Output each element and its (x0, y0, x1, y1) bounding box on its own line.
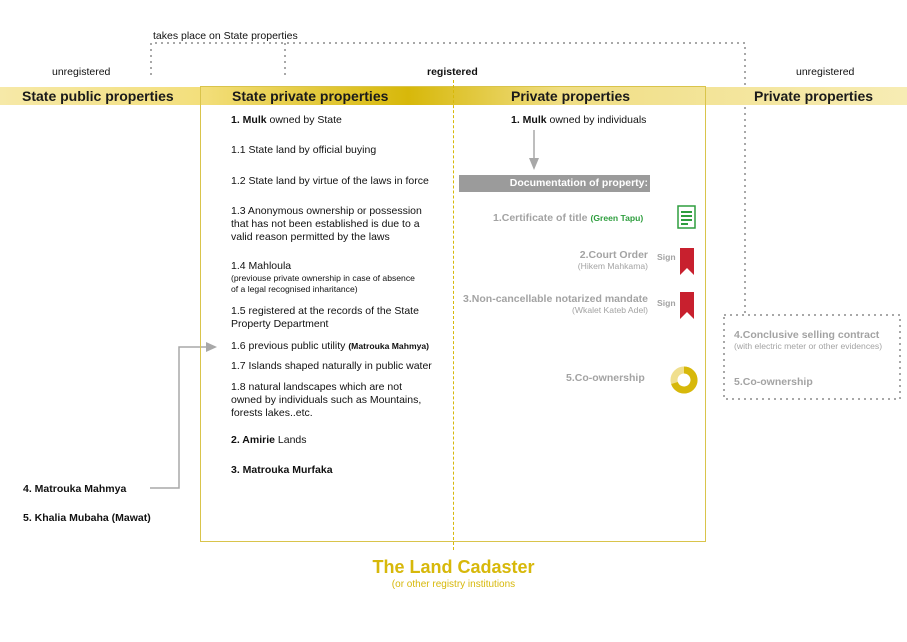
item-2-amirie: 2. Amirie Lands (231, 434, 307, 446)
item-1-3: 1.3 Anonymous ownership or possession th… (231, 205, 422, 243)
item-1-1: 1.1 State land by official buying (231, 144, 377, 156)
co-ownership-unregistered: 5.Co-ownership (734, 376, 813, 388)
item-5-khalia-mubaha: 5. Khalia Mubaha (Mawat) (23, 512, 151, 524)
top-note: takes place on State properties (153, 30, 298, 42)
item-1-4: 1.4 Mahloula (previouse private ownershi… (231, 260, 415, 294)
registered-divider (453, 80, 454, 550)
land-cadaster-subtitle: (or other registry institutions (391, 579, 516, 590)
notarized-mandate: 3.Non-cancellable notarized mandate (Wka… (463, 293, 648, 315)
item-1-5: 1.5 registered at the records of the Sta… (231, 305, 419, 330)
label-registered: registered (427, 66, 478, 78)
item-1-2: 1.2 State land by virtue of the laws in … (231, 175, 429, 187)
header-state-private: State private properties (232, 88, 389, 104)
cert-of-title: 1.Certificate of title (Green Tapu) (493, 212, 644, 224)
item-1-6: 1.6 previous public utility (Matrouka Ma… (231, 340, 430, 352)
documentation-bar: Documentation of property: (459, 175, 650, 192)
private-mulk: 1. Mulk owned by individuals (511, 114, 647, 126)
co-ownership-pie-icon (670, 366, 698, 394)
header-state-public: State public properties (22, 88, 174, 104)
land-cadaster-title: The Land Cadaster (372, 557, 535, 577)
mulk-down-arrow-head (529, 158, 539, 170)
item-1-mulk: 1. Mulk owned by State (231, 114, 342, 126)
court-sign-label: Sign (657, 252, 676, 262)
green-tapu-document-icon (677, 205, 696, 229)
matrouka-arrow (150, 346, 207, 489)
court-sign-ribbon-icon (680, 248, 694, 275)
item-1-7: 1.7 Islands shaped naturally in public w… (231, 360, 432, 372)
court-order: 2.Court Order (Hikem Mahkama) (577, 249, 648, 271)
header-private-registered: Private properties (511, 88, 631, 104)
item-4-matrouka-mahmya: 4. Matrouka Mahmya (23, 483, 127, 495)
unregistered-private-box (723, 314, 901, 400)
matrouka-arrow-head (206, 342, 217, 352)
conclusive-selling-contract: 4.Conclusive selling contract (with elec… (734, 329, 883, 351)
state-properties-bracket (150, 42, 746, 315)
mandate-sign-ribbon-icon (680, 292, 694, 319)
item-3-matrouka-murfaka: 3. Matrouka Murfaka (231, 464, 333, 476)
header-private-unregistered: Private properties (754, 88, 874, 104)
co-ownership-registered: 5.Co-ownership (566, 372, 645, 384)
label-unregistered-left: unregistered (52, 66, 111, 78)
label-unregistered-right: unregistered (796, 66, 855, 78)
mandate-sign-label: Sign (657, 298, 676, 308)
item-1-8: 1.8 natural landscapes which are not own… (231, 381, 422, 419)
